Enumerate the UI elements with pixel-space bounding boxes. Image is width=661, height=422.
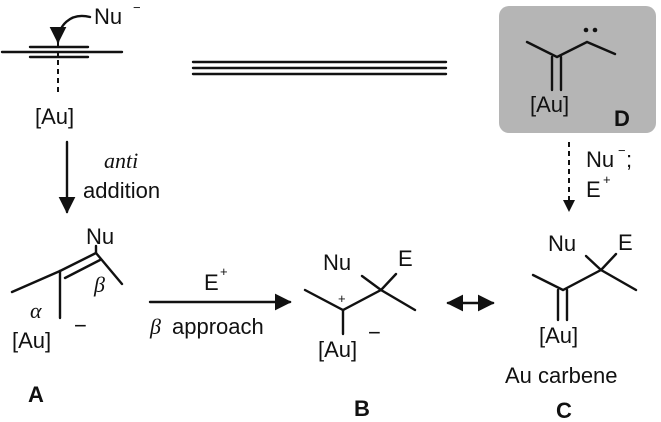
addition-label: addition <box>83 178 160 203</box>
label-a: A <box>28 382 44 407</box>
gold-label-d: [Au] <box>530 92 569 117</box>
e-label-b: E <box>398 246 413 271</box>
au-carbene-caption: Au carbene <box>505 363 618 388</box>
beta-approach-symbol: β <box>149 314 161 339</box>
a-methyl-right <box>94 251 124 286</box>
highlight-box <box>499 6 656 133</box>
intermediate-b: Nu E + [Au] − B <box>303 246 417 421</box>
gold-label-b: [Au] <box>318 337 357 362</box>
gold-label-c: [Au] <box>539 323 578 348</box>
approach-label: approach <box>172 314 264 339</box>
reagent-sep: ; <box>626 147 632 172</box>
reagent-nu-charge: − <box>618 143 626 158</box>
b-e-bond <box>379 272 398 292</box>
b-cation-charge: + <box>338 291 346 306</box>
reagent-e-charge: + <box>603 172 611 187</box>
c-e-bond <box>599 252 618 272</box>
carbene-skeleton <box>525 40 617 59</box>
anti-addition-step: anti addition <box>58 140 160 214</box>
b-charge: − <box>368 320 381 345</box>
nu-label-c: Nu <box>548 231 576 256</box>
intermediate-c: Nu E [Au] Au carbene C <box>505 230 638 422</box>
e-reagent: E <box>204 270 219 295</box>
e-reagent-charge: + <box>220 264 228 279</box>
nu-label-a: Nu <box>86 224 114 249</box>
c-skeleton <box>531 268 638 292</box>
intermediate-a: Nu β α [Au] − A <box>10 224 124 407</box>
nu-charge-top: − <box>133 0 141 15</box>
a-to-b-step: E + β approach <box>148 264 292 339</box>
nu-attack-arrow <box>49 14 92 44</box>
b-nu-bond <box>360 274 383 292</box>
label-c: C <box>556 398 572 422</box>
nu-label-top: Nu <box>94 4 122 29</box>
label-b: B <box>354 396 370 421</box>
label-d: D <box>614 106 630 131</box>
pi-complex: Nu − [Au] <box>0 0 141 129</box>
c-nu-bond <box>584 254 603 272</box>
reagent-e: E <box>586 177 601 202</box>
nu-label-b: Nu <box>323 250 351 275</box>
lone-pair-dot-right <box>592 27 598 33</box>
b-skeleton <box>303 288 417 312</box>
d-to-c-step: Nu − ; E + <box>563 142 632 212</box>
gold-label-a: [Au] <box>12 328 51 353</box>
equivalence-bar <box>191 60 448 76</box>
anti-label: anti <box>104 148 138 173</box>
a-double-bond-b <box>63 258 102 280</box>
a-double-bond-a <box>58 251 98 273</box>
intermediate-d: [Au] D <box>499 6 656 133</box>
alpha-label-a: α <box>30 298 42 323</box>
reagent-nu: Nu <box>586 147 614 172</box>
e-label-c: E <box>618 230 633 255</box>
gold-label-top: [Au] <box>35 104 74 129</box>
a-methyl-left <box>10 269 62 294</box>
beta-label-a: β <box>93 272 105 297</box>
lone-pair-dot-left <box>583 27 589 33</box>
a-charge: − <box>74 313 87 338</box>
